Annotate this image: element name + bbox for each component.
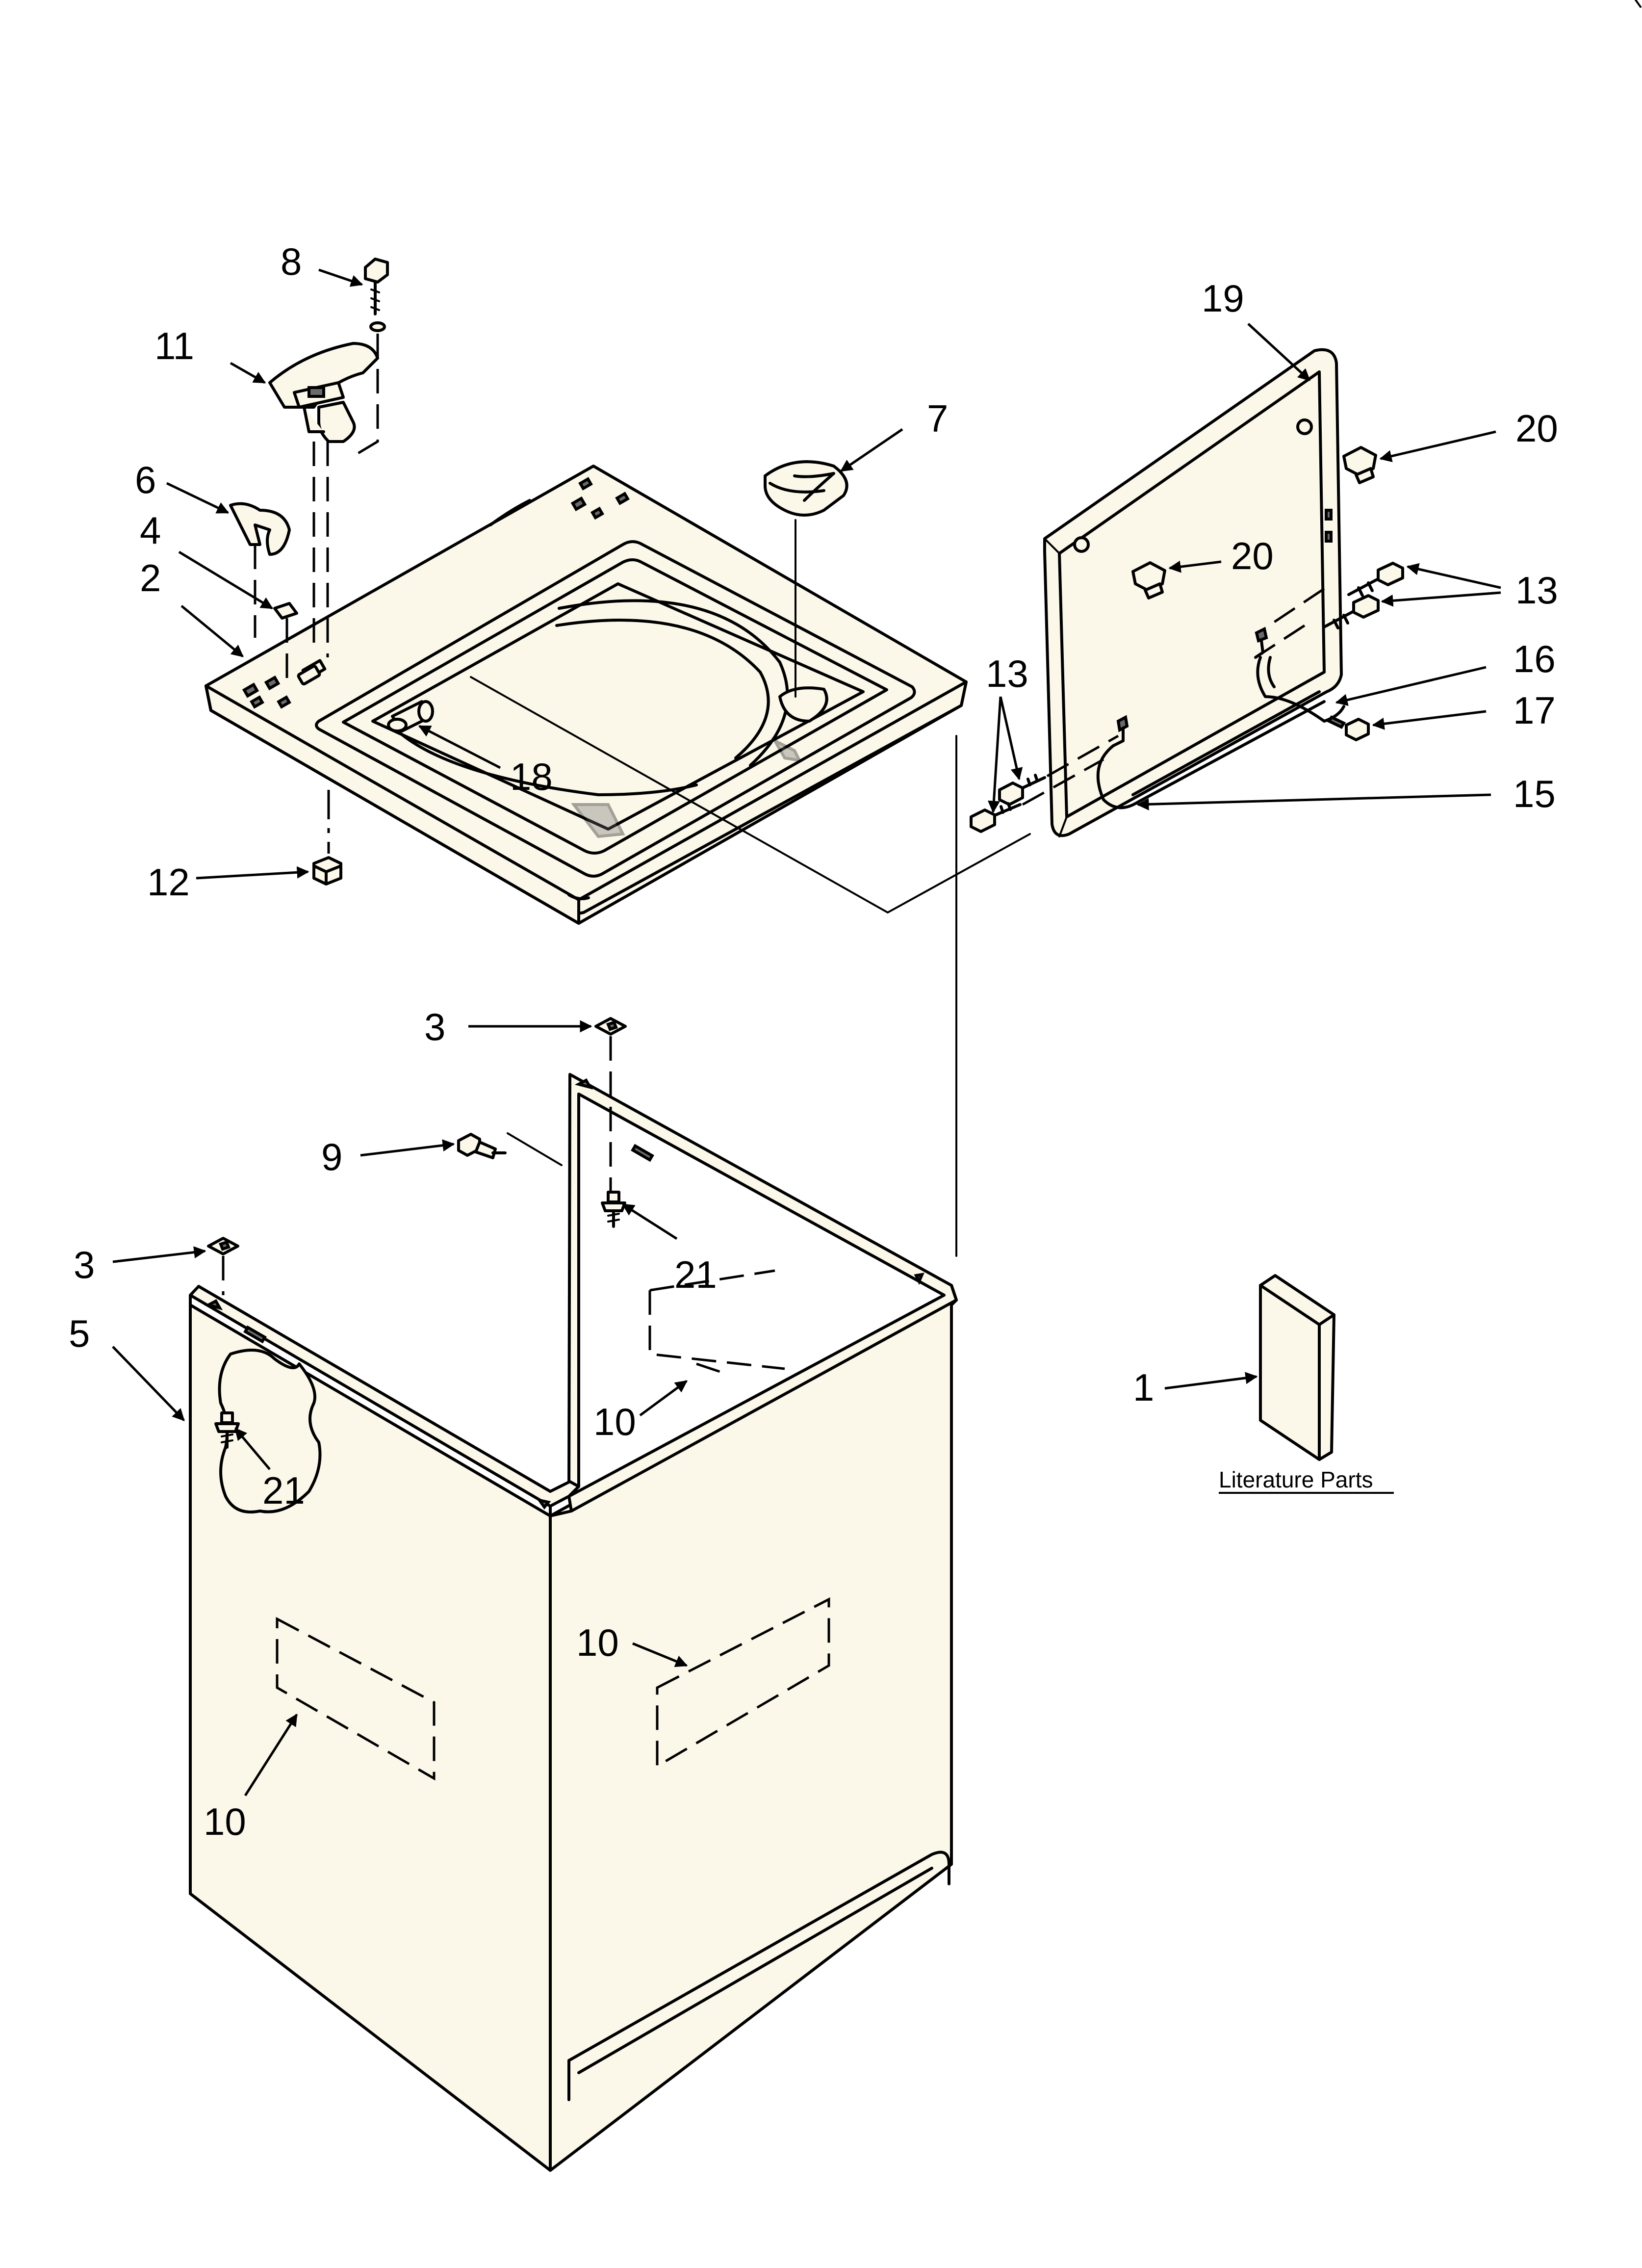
callout-13-left: 13 (986, 652, 1028, 695)
callout-21-front: 21 (262, 1469, 305, 1512)
callout-4: 4 (140, 509, 161, 552)
lid-switch-screw (364, 258, 389, 332)
cabinet-side-screw (457, 1133, 507, 1159)
callout-1: 1 (1133, 1366, 1154, 1409)
speed-clip-rear (594, 1017, 627, 1036)
fill-nozzle (387, 700, 434, 732)
callout-17: 17 (1513, 689, 1556, 732)
top-cover (205, 465, 1031, 925)
callout-6: 6 (135, 458, 156, 501)
callout-10-inner: 10 (593, 1400, 636, 1443)
callout-9: 9 (321, 1135, 342, 1178)
callout-20-upper: 20 (1515, 407, 1558, 450)
callout-3-front: 3 (74, 1243, 95, 1286)
bleach-dispenser-cap (764, 460, 848, 517)
leader-lines (112, 268, 1501, 1797)
callout-16: 16 (1513, 637, 1556, 680)
lid-switch (268, 342, 379, 443)
callout-2: 2 (140, 556, 161, 600)
hinge-nut (1327, 715, 1370, 741)
label-front (656, 1597, 830, 1769)
cabinet (189, 1073, 958, 2172)
speed-clip-front (207, 1237, 239, 1255)
lid-bumper-upper (1342, 446, 1377, 484)
callout-11: 11 (154, 324, 194, 367)
callout-15: 15 (1513, 772, 1556, 815)
callout-20-lower: 20 (1231, 534, 1274, 577)
lid-assembly (1043, 348, 1343, 837)
label-back-inner (648, 1269, 785, 1375)
clip (229, 502, 291, 556)
callout-5: 5 (69, 1312, 90, 1355)
callout-13-right: 13 (1515, 569, 1558, 612)
lid-hinge-screws-right (1323, 562, 1404, 629)
callout-12: 12 (147, 860, 190, 904)
callout-3-rear: 3 (424, 1005, 445, 1048)
label-left-side (276, 1616, 436, 1781)
cabinet-screw-rear (601, 1191, 626, 1228)
lid-bumper-lower (1131, 561, 1166, 600)
callout-7: 7 (927, 397, 948, 440)
literature-book (1259, 1274, 1335, 1461)
hex-nut (312, 856, 342, 886)
callout-8: 8 (281, 240, 302, 283)
cabinet-screw-front (214, 1411, 240, 1449)
lid-hinge-screws-left (970, 774, 1046, 833)
callout-10-side: 10 (204, 1800, 246, 1843)
corner-mark (1635, 0, 1642, 8)
callout-10-front: 10 (576, 1621, 619, 1664)
callout-21-rear: 21 (674, 1253, 717, 1296)
hinge-rod (1096, 690, 1326, 809)
callout-19: 19 (1202, 277, 1244, 320)
callout-18: 18 (510, 755, 553, 798)
nut-clip (273, 602, 298, 620)
literature-parts-caption: Literature Parts (1219, 1467, 1373, 1492)
